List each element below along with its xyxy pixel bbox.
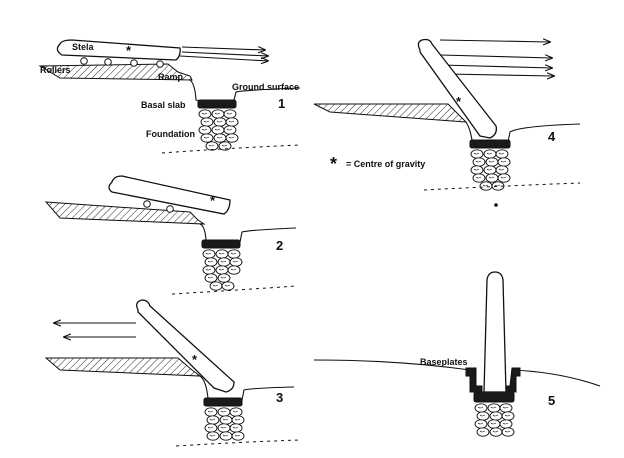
- stela-1: [56, 39, 181, 61]
- label-rollers: Rollers: [40, 65, 71, 75]
- ramp-2: [44, 201, 206, 225]
- ground-surface-1: [189, 79, 301, 103]
- ground-level-dashed-2: [171, 285, 297, 295]
- stela-5: [483, 271, 507, 393]
- label-ground-surface: Ground surface: [232, 82, 299, 92]
- stage-number-1: 1: [278, 96, 285, 111]
- stage-5: Baseplates 5: [313, 271, 601, 437]
- ramp-4: [313, 103, 468, 123]
- stage-number-2: 2: [276, 238, 283, 253]
- legend-symbol: *: [330, 154, 337, 174]
- roller: [130, 59, 138, 67]
- legend: * = Centre of gravity: [330, 154, 425, 174]
- foundation-2: [202, 249, 243, 291]
- roller: [166, 205, 174, 213]
- ground-level-dashed-4: [423, 182, 581, 191]
- basal-slab-5: [473, 391, 515, 403]
- label-basal-slab: Basal slab: [141, 100, 186, 110]
- label-foundation: Foundation: [146, 129, 195, 139]
- stage-3: * 3: [44, 299, 301, 447]
- ramp-1: [38, 63, 193, 81]
- roller: [80, 57, 88, 65]
- label-stela: Stela: [72, 42, 95, 52]
- stela-2: [108, 175, 231, 215]
- foundation-1: [198, 109, 239, 151]
- basal-slab-1: [197, 99, 237, 109]
- cg-symbol-3: *: [192, 352, 198, 367]
- basal-slab-4: [469, 139, 511, 149]
- ground-surface-5: [313, 359, 601, 387]
- stage-4: * 4: [313, 38, 581, 207]
- basal-slab-3: [203, 397, 243, 407]
- ground-level-dashed-1: [161, 144, 301, 154]
- cg-symbol-4: *: [456, 94, 462, 109]
- pull-arrows-3: [54, 323, 136, 337]
- stage-number-5: 5: [548, 393, 555, 408]
- stage-1: Stela * Rollers Ramp Ground surface Basa…: [38, 39, 301, 154]
- roller: [143, 200, 151, 208]
- baseplates: [465, 367, 483, 393]
- cg-symbol-1: *: [126, 43, 132, 58]
- foundation-4: [470, 149, 511, 191]
- pull-arrows-4: [439, 40, 554, 76]
- label-ramp: Ramp: [158, 72, 184, 82]
- debris-dot: [494, 203, 498, 207]
- roller: [104, 58, 112, 66]
- stage-2: * 2: [44, 175, 297, 295]
- ramp-3: [44, 357, 202, 377]
- stage-number-4: 4: [548, 129, 556, 144]
- label-baseplates: Baseplates: [420, 357, 468, 367]
- legend-text: = Centre of gravity: [346, 159, 425, 169]
- stage-number-3: 3: [276, 390, 283, 405]
- basal-slab-2: [201, 239, 241, 249]
- stela-4: [417, 38, 498, 139]
- ground-level-dashed-3: [175, 439, 301, 447]
- stela-3: [136, 299, 235, 393]
- roller: [156, 60, 164, 68]
- pull-arrows-1: [179, 47, 268, 61]
- baseplates: [503, 367, 521, 393]
- foundation-3: [204, 407, 245, 441]
- cg-symbol-2: *: [210, 193, 216, 208]
- foundation-5: [474, 403, 515, 437]
